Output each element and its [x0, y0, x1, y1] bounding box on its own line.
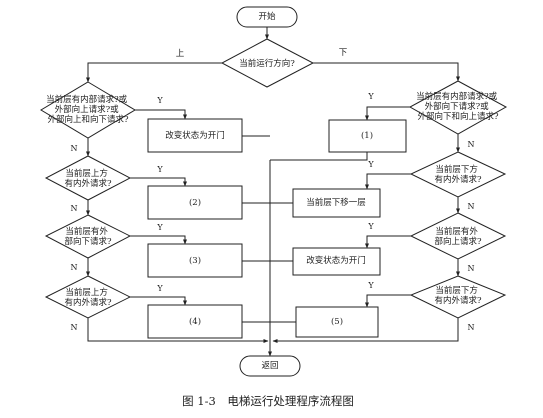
process-left-3-label: (3)	[189, 255, 201, 266]
decision-right-3: 当前层有外 部向上请求?	[409, 212, 507, 260]
decision-left-1: 当前层有内部请求?或 外部向上请求?或 外部向上和向下请求?	[40, 81, 136, 139]
right-d2-no-label: N	[468, 202, 475, 211]
edge-right-d1-yes	[365, 106, 410, 121]
process-left-1-label: 改变状态为开门	[165, 130, 225, 141]
edge-left-d3-yes	[130, 235, 187, 245]
decision-right-3-label: 当前层有外 部向上请求?	[434, 226, 482, 247]
left-d2-yes-label: Y	[156, 165, 163, 174]
right-d3-yes-label: Y	[367, 222, 374, 231]
decision-left-3-line-2: 部向下请求?	[64, 236, 112, 247]
process-right-2: 当前层下移一层	[292, 188, 381, 218]
decision-left-1-label: 当前层有内部请求?或 外部向上请求?或 外部向上和向下请求?	[46, 94, 130, 125]
decision-right-1-label: 当前层有内部请求?或 外部向下请求?或 外部向下和向上请求?	[416, 91, 500, 122]
edge-left-d4-yes	[130, 296, 187, 306]
edge-right-d3-yes	[365, 235, 411, 249]
process-right-1: (1)	[328, 119, 407, 153]
start-terminal: 开始	[236, 6, 298, 28]
decision-right-2: 当前层下方 有内外请求?	[409, 151, 507, 198]
decision-left-4-label: 当前层上方 有内外请求?	[64, 287, 112, 308]
decision-right-4-label: 当前层下方 有内外请求?	[434, 285, 482, 306]
right-d3-no-label: N	[468, 264, 475, 273]
edge-right-d4-no	[272, 318, 459, 343]
edge-left-d1-yes	[135, 109, 187, 120]
decision-left-2-label: 当前层上方 有内外请求?	[64, 168, 112, 189]
right-d4-yes-label: Y	[367, 281, 374, 290]
process-right-4-label: (5)	[331, 316, 343, 327]
process-right-3: 改变状态为开门	[292, 247, 381, 276]
process-right-3-label: 改变状态为开门	[306, 255, 366, 266]
direction-down-label: 下	[339, 48, 348, 58]
decision-right-1: 当前层有内部请求?或 外部向下请求?或 外部向下和向上请求?	[408, 80, 508, 135]
figure-caption: 图 1-3 电梯运行处理程序流程图	[182, 394, 354, 408]
process-right-2-label: 当前层下移一层	[306, 197, 366, 208]
right-d4-no-label: N	[468, 323, 475, 332]
decision-left-4: 当前层上方 有内外请求?	[44, 275, 132, 319]
decision-left-3: 当前层有外 部向下请求?	[44, 214, 132, 259]
left-d4-no-label: N	[71, 323, 78, 332]
start-label: 开始	[258, 11, 276, 22]
edge-right-d4-yes	[365, 294, 411, 308]
decision-direction: 当前运行方向?	[220, 38, 315, 88]
edge-direction-up	[86, 62, 222, 83]
decision-left-2-line-2: 有内外请求?	[64, 178, 112, 189]
decision-right-2-label: 当前层下方 有内外请求?	[434, 164, 482, 185]
process-right-1-label: (1)	[361, 130, 373, 141]
decision-right-4: 当前层下方 有内外请求?	[409, 275, 507, 319]
decision-direction-label: 当前运行方向?	[239, 58, 295, 69]
end-terminal: 返回	[239, 355, 301, 377]
decision-left-3-line-1: 当前层有外	[65, 226, 108, 237]
left-d1-yes-label: Y	[156, 96, 163, 105]
decision-right-3-line-2: 部向上请求?	[434, 236, 482, 247]
decision-left-1-line-2: 外部向上请求?或	[55, 104, 120, 115]
decision-direction-line-1: 当前运行方向?	[239, 58, 295, 69]
process-right-4: (5)	[295, 306, 379, 338]
end-label: 返回	[261, 360, 278, 371]
decision-right-4-line-1: 当前层下方	[435, 285, 478, 296]
process-left-2-label: (2)	[189, 197, 201, 208]
left-d3-no-label: N	[71, 263, 78, 272]
decision-left-4-line-1: 当前层上方	[65, 287, 108, 298]
left-d3-yes-label: Y	[156, 223, 163, 232]
decision-left-1-line-1: 当前层有内部请求?或	[46, 94, 128, 105]
decision-right-1-line-2: 外部向下请求?或	[425, 101, 490, 112]
edge-left-d4-no	[87, 318, 269, 343]
decision-left-2: 当前层上方 有内外请求?	[44, 155, 132, 201]
process-left-1: 改变状态为开门	[147, 118, 243, 153]
right-d2-yes-label: Y	[367, 160, 374, 169]
right-d1-no-label: N	[468, 140, 475, 149]
decision-right-1-line-1: 当前层有内部请求?或	[416, 91, 498, 102]
edge-direction-down	[313, 62, 460, 82]
process-left-3: (3)	[147, 243, 243, 278]
decision-right-2-line-2: 有内外请求?	[434, 174, 482, 185]
process-left-2: (2)	[147, 185, 243, 220]
process-left-4-label: (4)	[189, 316, 201, 327]
direction-up-label: 上	[176, 49, 185, 59]
left-d2-no-label: N	[71, 204, 78, 213]
right-d1-yes-label: Y	[367, 92, 374, 101]
decision-right-4-line-2: 有内外请求?	[434, 295, 482, 306]
decision-left-1-line-3: 外部向上和向下请求?	[47, 114, 129, 125]
decision-right-2-line-1: 当前层下方	[435, 164, 478, 175]
edges	[86, 27, 460, 357]
process-left-4: (4)	[147, 304, 243, 339]
edge-left-d2-yes	[130, 177, 187, 187]
decision-left-3-label: 当前层有外 部向下请求?	[64, 226, 112, 247]
decision-right-3-line-1: 当前层有外	[435, 226, 478, 237]
decision-left-4-line-2: 有内外请求?	[64, 297, 112, 308]
decision-right-1-line-3: 外部向下和向上请求?	[417, 111, 499, 122]
left-d4-yes-label: Y	[156, 284, 163, 293]
left-d1-no-label: N	[71, 144, 78, 153]
edge-right-d2-yes	[365, 173, 411, 190]
edge-right-p1-out	[270, 152, 368, 161]
decision-left-2-line-1: 当前层上方	[65, 168, 108, 179]
